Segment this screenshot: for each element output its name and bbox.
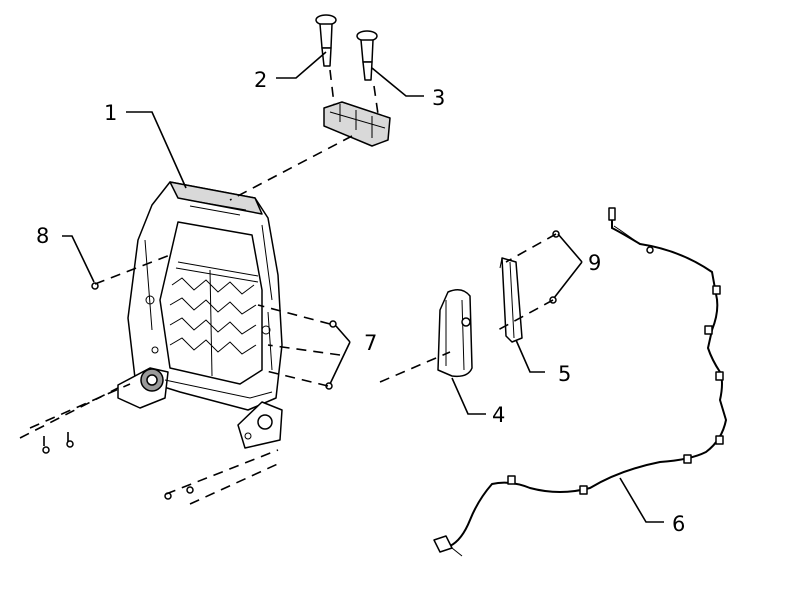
leader-lines bbox=[62, 51, 664, 523]
side-airbag-module bbox=[437, 289, 473, 378]
callout-1: 1 bbox=[104, 101, 117, 125]
callout-numbers: 1 2 3 4 5 6 7 8 9 bbox=[36, 68, 685, 536]
screw-8 bbox=[91, 282, 99, 290]
wiring-harness bbox=[433, 207, 728, 557]
callout-4: 4 bbox=[492, 403, 505, 427]
mounting-bolts bbox=[42, 440, 194, 500]
callout-8: 8 bbox=[36, 224, 49, 248]
callout-2: 2 bbox=[254, 68, 267, 92]
seat-back-frame bbox=[117, 181, 283, 449]
callout-7: 7 bbox=[364, 331, 377, 355]
airbag-bracket bbox=[499, 257, 523, 343]
callout-9: 9 bbox=[588, 251, 601, 275]
headrest-guide-bracket bbox=[323, 101, 391, 147]
headrest-guide-3 bbox=[356, 30, 378, 81]
callout-3: 3 bbox=[432, 86, 445, 110]
assembly-lines bbox=[19, 69, 557, 505]
callout-6: 6 bbox=[672, 512, 685, 536]
callout-5: 5 bbox=[558, 362, 571, 386]
